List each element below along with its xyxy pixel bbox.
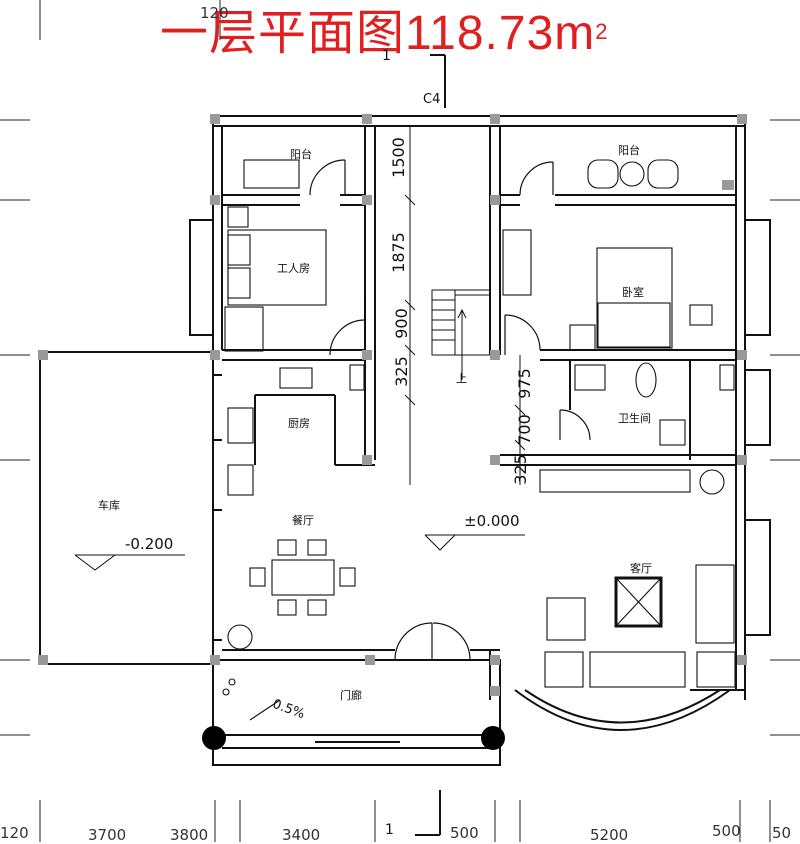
room-bedroom: 卧室 bbox=[622, 286, 644, 299]
porch-columns bbox=[202, 726, 505, 750]
section-mark-top bbox=[430, 54, 446, 108]
plan-title: 一层平面图118.73m2 bbox=[160, 4, 609, 64]
edge-label-bottom-3: 3800 bbox=[170, 826, 209, 844]
room-garage: 车库 bbox=[98, 499, 120, 512]
dim-325-left: 325 bbox=[391, 356, 411, 387]
room-worker: 工人房 bbox=[277, 262, 310, 275]
room-balcony-left: 阳台 bbox=[290, 148, 312, 161]
edge-label-top: 120 bbox=[200, 4, 229, 22]
room-porch: 门廊 bbox=[340, 689, 362, 702]
room-kitchen: 厨房 bbox=[288, 417, 310, 430]
dim-1875: 1875 bbox=[388, 232, 408, 273]
section-number-bottom: 1 bbox=[385, 822, 394, 838]
level-main: ±0.000 bbox=[464, 512, 520, 530]
edge-label-bottom-6: 5200 bbox=[590, 826, 629, 844]
stair-up-label: 上 bbox=[456, 372, 467, 385]
level-markers bbox=[74, 534, 525, 571]
dim-900: 900 bbox=[391, 308, 411, 339]
dim-975: 975 bbox=[514, 368, 534, 399]
edge-label-bottom-7: 500 bbox=[712, 822, 741, 840]
title-prefix: 一层平面图 bbox=[160, 7, 406, 60]
section-number-top: 1 bbox=[382, 48, 391, 64]
furniture bbox=[222, 159, 736, 721]
staircase bbox=[431, 289, 491, 380]
edge-label-bottom-8: 50 bbox=[772, 824, 792, 842]
title-area: 118.73m bbox=[405, 7, 596, 60]
edge-label-bottom-2: 3700 bbox=[88, 826, 127, 844]
edge-label-bottom-4: 3400 bbox=[282, 826, 321, 844]
room-bathroom: 卫生间 bbox=[618, 412, 651, 425]
edge-label-bottom-1: 120 bbox=[0, 824, 29, 842]
columns bbox=[38, 114, 747, 696]
edge-label-bottom-5: 500 bbox=[450, 824, 479, 842]
title-superscript: 2 bbox=[595, 19, 609, 44]
room-dining: 餐厅 bbox=[292, 514, 314, 527]
room-living: 客厅 bbox=[630, 562, 652, 575]
dimension-chain bbox=[404, 126, 526, 485]
dim-325-right: 325 bbox=[510, 454, 530, 485]
section-code: C4 bbox=[423, 92, 441, 107]
dim-700: 700 bbox=[514, 414, 534, 445]
section-mark-bottom bbox=[415, 790, 441, 836]
dim-1500: 1500 bbox=[388, 137, 408, 178]
level-garage: -0.200 bbox=[125, 535, 174, 553]
room-balcony-right: 阳台 bbox=[618, 144, 640, 157]
doors bbox=[309, 159, 591, 661]
